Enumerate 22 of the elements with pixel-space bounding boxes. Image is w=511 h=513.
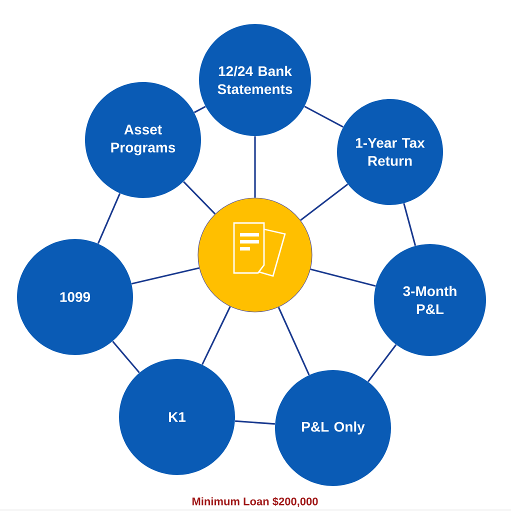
- connector-line: [368, 344, 397, 382]
- connector-line: [304, 106, 344, 128]
- circle-node: 3-Month P&L: [374, 244, 486, 356]
- connector-line: [202, 306, 231, 365]
- connector-line: [194, 106, 206, 114]
- connector-line: [310, 268, 376, 287]
- connector-line: [132, 267, 200, 285]
- connector-line: [403, 203, 416, 246]
- circle-node: Asset Programs: [85, 82, 201, 198]
- connector-line: [235, 420, 275, 425]
- connector-line: [112, 340, 140, 374]
- connector-line: [300, 184, 348, 221]
- connector-line: [97, 193, 121, 244]
- circle-node: K1: [119, 359, 235, 475]
- note-text: Minimum Loan $200,000: [192, 497, 318, 507]
- circle-node: P&L Only: [275, 370, 391, 486]
- circle-node: 12/24 Bank Statements: [199, 24, 311, 136]
- circle-node: 1099: [17, 239, 133, 355]
- connector-line: [183, 181, 216, 215]
- circle-node: 1-Year Tax Return: [337, 99, 443, 205]
- connector-line: [254, 136, 256, 198]
- connector-line: [278, 306, 310, 376]
